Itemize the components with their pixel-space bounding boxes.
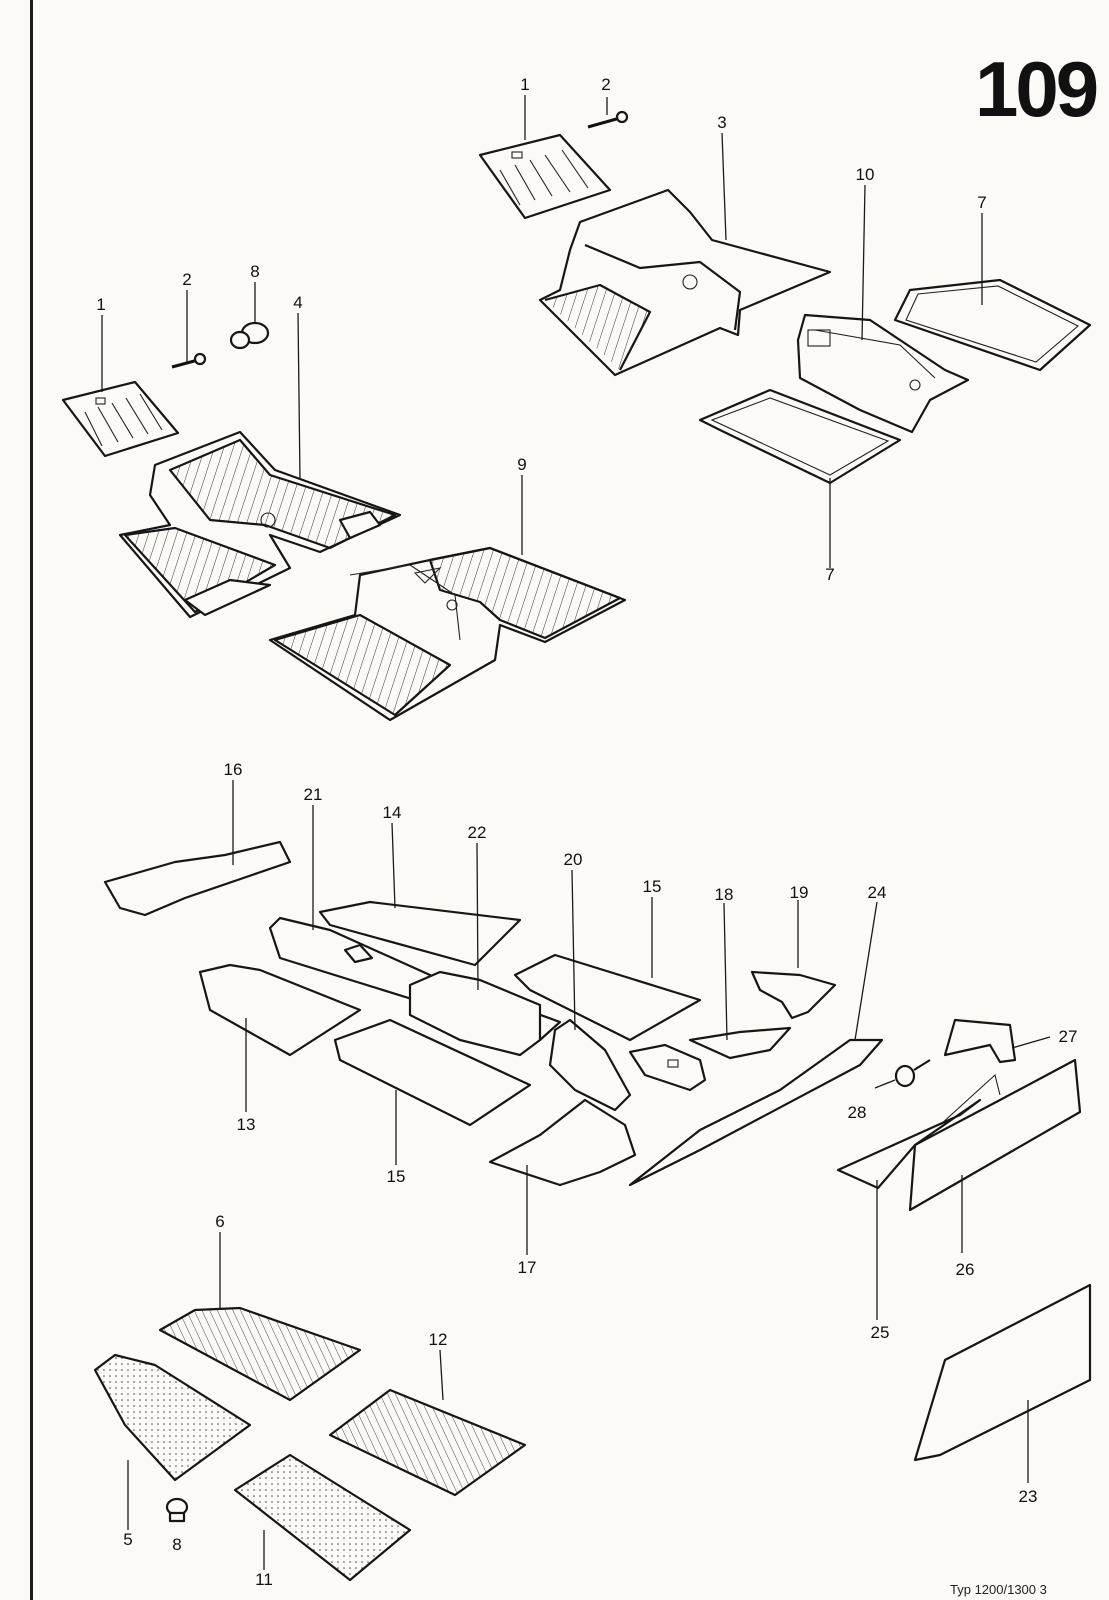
part-1-heel-pad-left	[61, 380, 180, 458]
part-11-floor-mat	[233, 1453, 412, 1582]
callout-23: 23	[1019, 1487, 1038, 1506]
callout-19: 19	[790, 883, 809, 902]
callout-20: 20	[564, 850, 583, 869]
callout-22: 22	[468, 823, 487, 842]
part-small-bracket	[628, 1043, 707, 1092]
part-22-tunnel-insulation	[408, 970, 542, 1057]
callout-26: 26	[956, 1260, 975, 1279]
leader-lines	[101, 95, 1051, 1570]
part-16-insulation	[103, 840, 292, 917]
part-23-panel	[913, 1283, 1092, 1462]
part-13-insulation	[198, 963, 362, 1057]
part-6-floor-mat	[158, 1306, 362, 1402]
callout-18: 18	[715, 885, 734, 904]
callout-6: 6	[215, 1212, 224, 1231]
part-10-tunnel-cover	[796, 313, 970, 434]
callout-21: 21	[304, 785, 323, 804]
callout-5: 5	[123, 1530, 132, 1549]
part-2-screw-top	[587, 110, 629, 129]
callout-15-upper: 15	[643, 877, 662, 896]
callout-27: 27	[1059, 1027, 1078, 1046]
callout-8-bottom: 8	[172, 1535, 181, 1554]
part-20-insulation	[548, 1018, 632, 1112]
callout-15-lower: 15	[387, 1167, 406, 1186]
part-1-heel-pad-top	[478, 133, 612, 220]
callout-10: 10	[856, 165, 875, 184]
part-15-insulation-lower	[333, 1018, 532, 1127]
part-7-pad-upper	[893, 278, 1092, 372]
part-17-insulation	[488, 1098, 637, 1187]
part-7-pad-lower	[698, 388, 902, 485]
callout-13: 13	[237, 1115, 256, 1134]
callout-11: 11	[255, 1570, 273, 1589]
callout-28: 28	[848, 1103, 867, 1122]
callout-labels: 1 2 3 10 7 1 2 8 4 9 7 16 21 14 22 20 15…	[96, 75, 1077, 1589]
callout-25: 25	[871, 1323, 890, 1342]
callout-9: 9	[517, 455, 526, 474]
part-14-insulation	[318, 900, 522, 967]
callout-2-top: 2	[601, 75, 610, 94]
callout-7-upper: 7	[977, 193, 986, 212]
callout-12: 12	[429, 1330, 448, 1349]
part-4-floor-mat-left	[118, 430, 402, 619]
part-15-insulation-upper	[513, 953, 702, 1042]
part-9-floor-mat-rear	[268, 546, 627, 722]
left-margin-border	[30, 0, 33, 1600]
part-28-clip	[894, 1059, 931, 1088]
part-5-floor-mat	[93, 1353, 252, 1482]
part-25-rear-floor	[836, 1098, 982, 1190]
part-3-front-floor-mat	[538, 188, 832, 377]
callout-24: 24	[868, 883, 887, 902]
callout-14: 14	[383, 803, 402, 822]
part-8-clip-left	[229, 321, 270, 350]
part-12-floor-mat	[328, 1388, 527, 1497]
callout-4: 4	[293, 293, 302, 312]
part-8-clip-bottom	[165, 1497, 189, 1523]
callout-1-top: 1	[520, 75, 529, 94]
callout-16: 16	[224, 760, 243, 779]
callout-2-left: 2	[182, 270, 191, 289]
page-number: 109	[975, 45, 1099, 133]
part-18-insulation	[688, 1026, 792, 1060]
callout-17: 17	[518, 1258, 537, 1277]
callout-8-left: 8	[250, 262, 259, 281]
callout-7-lower: 7	[825, 565, 834, 584]
callout-3: 3	[717, 113, 726, 132]
part-19-insulation	[750, 970, 837, 1020]
part-2-screw-left	[171, 352, 207, 369]
footer-model-label: Typ 1200/1300 3	[950, 1582, 1047, 1597]
part-24-side-insulation	[628, 1038, 884, 1187]
callout-1-left: 1	[96, 295, 105, 314]
part-26-rear-panel	[908, 1058, 1082, 1212]
part-27-bracket	[943, 1018, 1017, 1064]
